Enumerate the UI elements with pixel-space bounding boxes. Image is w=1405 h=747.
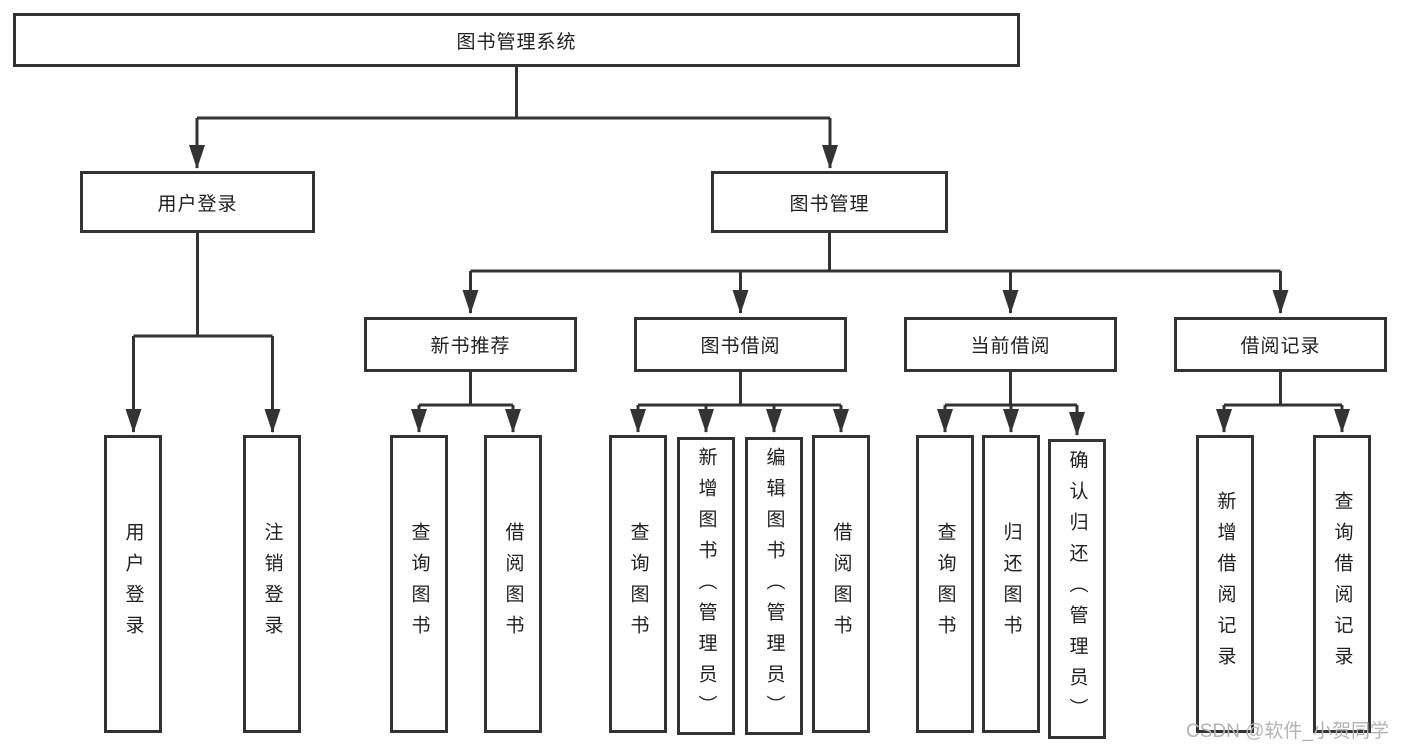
node-label: 查询图书 (408, 522, 430, 646)
node-label: 确认归还（管理员） (1066, 449, 1088, 729)
node-new-book-recommend: 新书推荐 (364, 317, 577, 372)
node-label: 图书借阅 (700, 336, 781, 357)
leaf-borrow-books-recommend: 借阅图书 (484, 435, 542, 733)
node-label: 查询图书 (627, 522, 649, 646)
node-user-login: 用户登录 (80, 171, 315, 233)
node-label: 注销登录 (261, 522, 283, 646)
node-label: 图书管理系统 (456, 31, 577, 53)
leaf-query-books-recommend: 查询图书 (390, 435, 448, 733)
connector-book-management-branch (462, 233, 1289, 314)
leaf-return-books: 归还图书 (982, 435, 1040, 733)
leaf-add-books-admin: 新增图书（管理员） (677, 437, 735, 735)
csdn-watermark: CSDN @软件_小贺同学 (1186, 721, 1389, 742)
leaf-query-books-current: 查询图书 (916, 435, 974, 733)
node-label: 借阅记录 (1240, 336, 1321, 357)
connector-current-borrow-branch (937, 372, 1085, 436)
node-book-management: 图书管理 (711, 171, 948, 233)
node-label: 新增图书（管理员） (695, 446, 717, 726)
node-label: 借阅图书 (830, 522, 852, 646)
leaf-edit-books-admin: 编辑图书（管理员） (745, 437, 803, 735)
leaf-borrow-books: 借阅图书 (812, 435, 870, 733)
leaf-query-books-borrow: 查询图书 (609, 435, 667, 733)
node-label: 用户登录 (157, 193, 238, 215)
node-label: 新书推荐 (430, 336, 511, 357)
leaf-user-login: 用户登录 (104, 435, 162, 733)
node-label: 新增借阅记录 (1214, 491, 1236, 677)
connector-user-login-branch (125, 233, 281, 433)
node-label: 归还图书 (1000, 522, 1022, 646)
node-label: 当前借阅 (970, 336, 1051, 357)
connector-borrow-records-branch (1216, 372, 1350, 433)
node-label: 查询借阅记录 (1331, 491, 1353, 677)
leaf-add-borrow-record: 新增借阅记录 (1196, 435, 1254, 733)
node-book-borrow: 图书借阅 (634, 317, 847, 372)
node-label: 用户登录 (122, 522, 144, 646)
node-label: 图书管理 (789, 193, 870, 215)
node-current-borrow: 当前借阅 (904, 317, 1117, 372)
node-borrow-records: 借阅记录 (1174, 317, 1387, 372)
node-label: 编辑图书（管理员） (763, 446, 785, 726)
leaf-query-borrow-record: 查询借阅记录 (1313, 435, 1371, 733)
node-label: 查询图书 (934, 522, 956, 646)
connector-new-book-recommend-branch (411, 372, 521, 433)
node-library-management-system: 图书管理系统 (13, 13, 1020, 67)
connector-book-borrow-branch (630, 372, 849, 433)
leaf-confirm-return-admin: 确认归还（管理员） (1048, 439, 1106, 739)
node-label: 借阅图书 (502, 522, 524, 646)
leaf-logout: 注销登录 (243, 435, 301, 733)
connector-root-to-level2 (189, 67, 838, 169)
